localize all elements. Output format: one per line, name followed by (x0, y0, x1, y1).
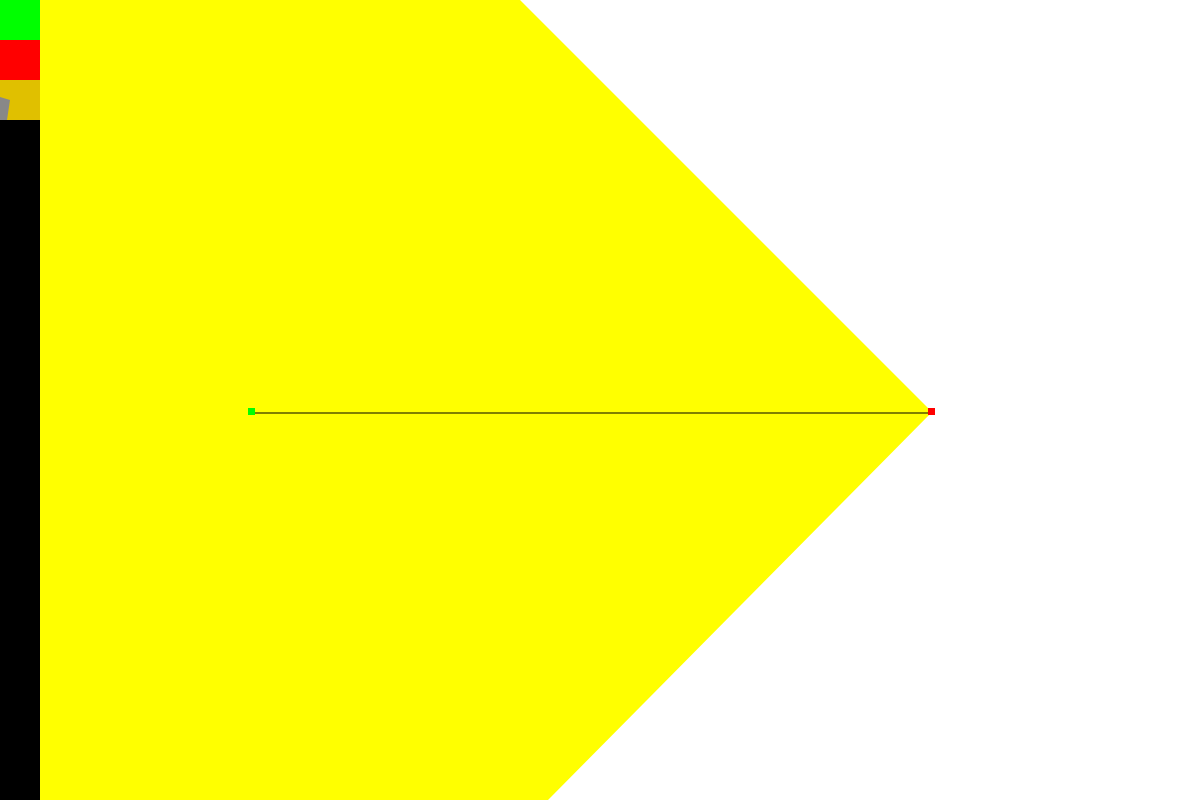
tool-palette (0, 0, 40, 800)
start-point-marker[interactable] (248, 408, 255, 415)
end-point-marker[interactable] (928, 408, 935, 415)
yellow-tool-button[interactable] (0, 80, 40, 120)
red-tool-button[interactable] (0, 40, 40, 80)
yellow-wedge (40, 0, 932, 800)
green-tool-button[interactable] (0, 0, 40, 40)
pencil-icon (0, 97, 10, 120)
